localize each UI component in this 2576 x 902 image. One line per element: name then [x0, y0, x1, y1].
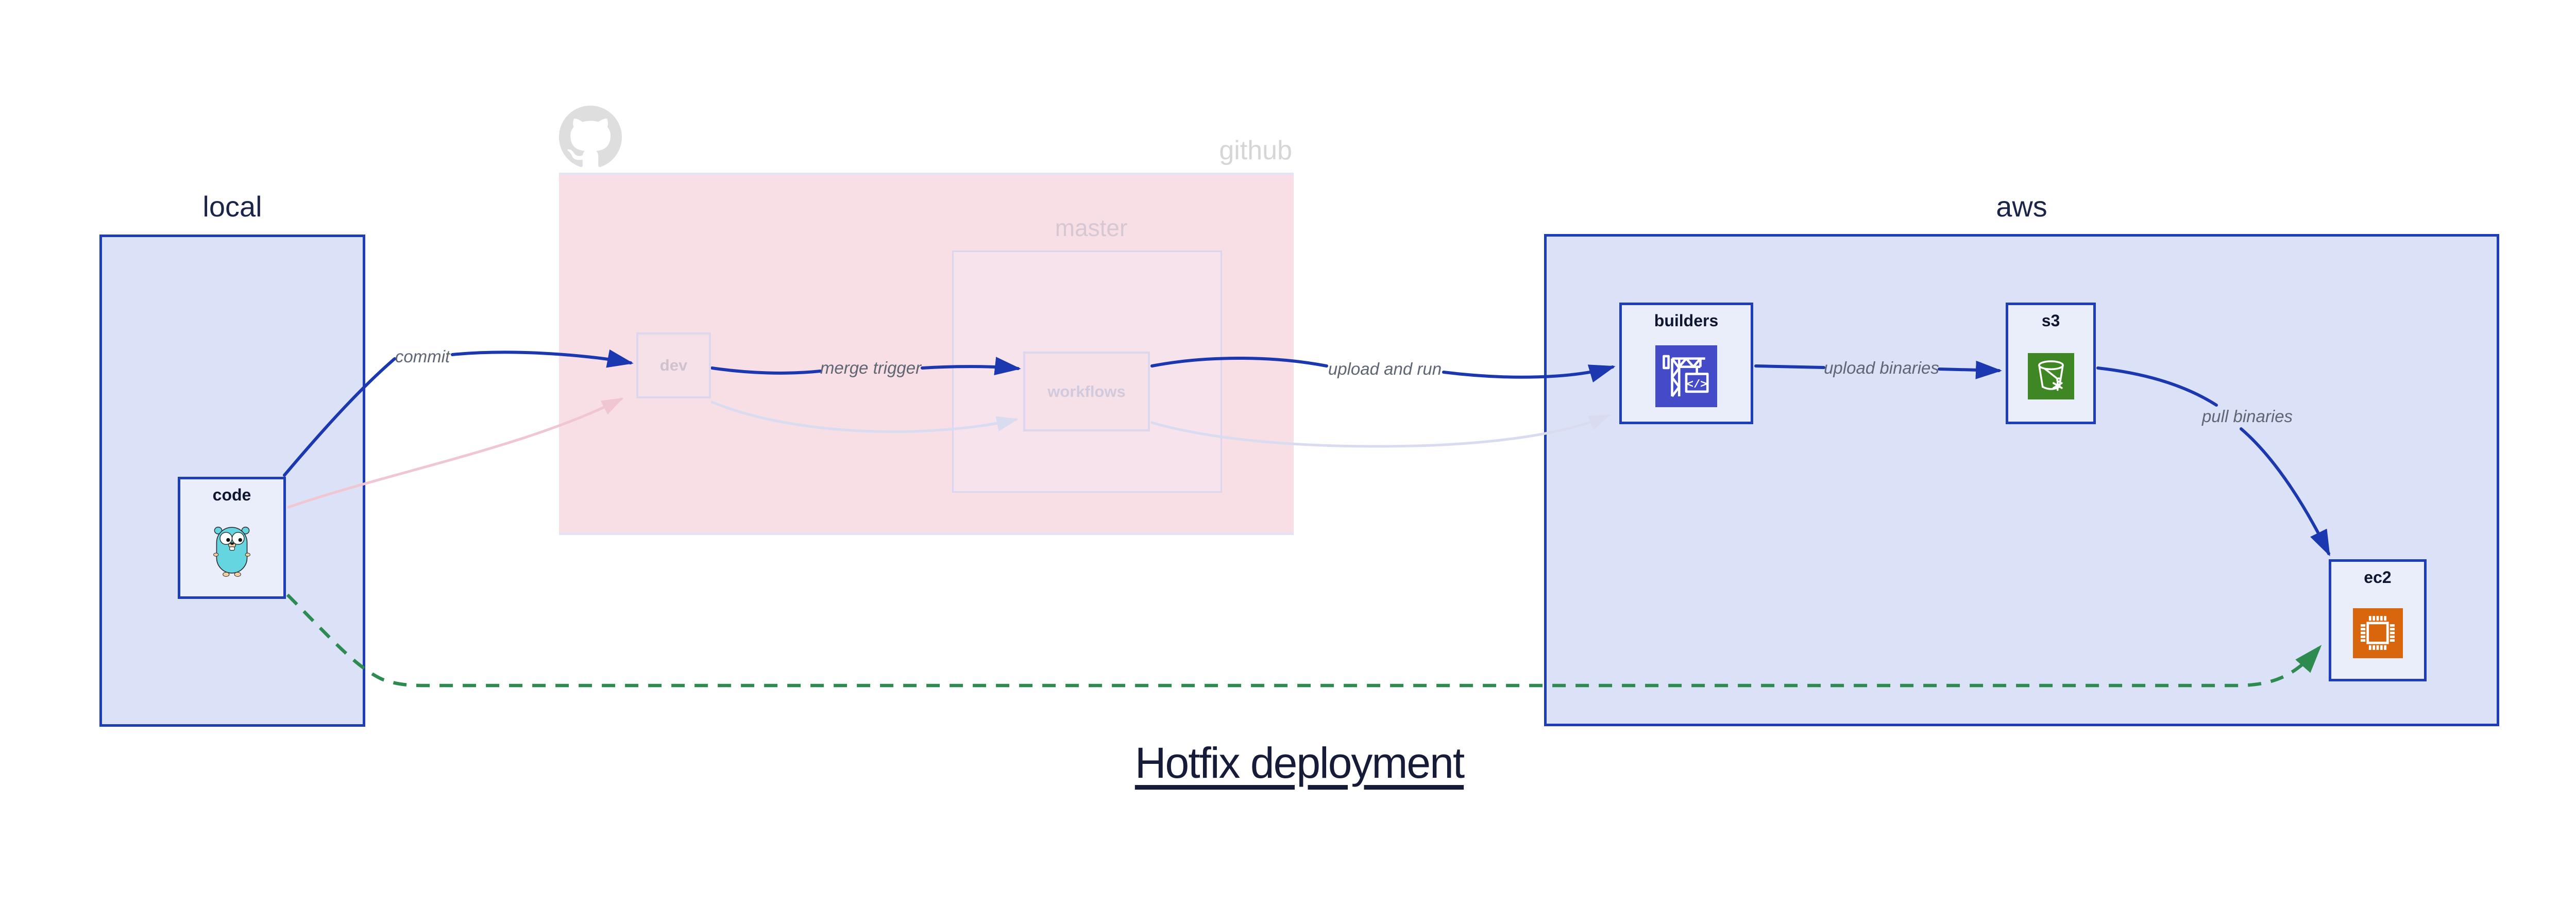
node-code-label: code — [212, 486, 251, 504]
master-branch-title: master — [1055, 214, 1128, 241]
diagram-title: Hotfix deployment — [1134, 739, 1465, 787]
node-s3-label: s3 — [2041, 311, 2060, 330]
node-ec2: ec2 — [2329, 559, 2427, 681]
edge-label-merge-trigger: merge trigger — [820, 358, 922, 377]
github-octocat-icon — [559, 106, 622, 171]
node-dev-label: dev — [659, 356, 688, 374]
ec2-chip-icon — [2352, 608, 2403, 658]
node-workflows: workflows — [1023, 352, 1150, 431]
github-container-title: github — [1219, 136, 1292, 165]
go-gopher-icon — [213, 524, 250, 578]
edge-label-pull-binaries: pull binaries — [2201, 407, 2293, 426]
node-s3: s3 — [2006, 303, 2096, 424]
node-dev: dev — [636, 332, 711, 398]
local-container-title: local — [202, 190, 262, 223]
node-ec2-label: ec2 — [2364, 568, 2392, 587]
edge-label-upload-binaries: upload binaries — [1824, 358, 1939, 377]
node-builders-label: builders — [1654, 311, 1719, 330]
node-workflows-label: workflows — [1047, 382, 1126, 400]
s3-glacier-bucket-icon — [2027, 353, 2074, 399]
edge-label-upload-and-run: upload and run — [1328, 359, 1442, 378]
edge-label-commit: commit — [395, 347, 450, 366]
codebuild-crane-icon: </> — [1655, 345, 1717, 407]
aws-container-title: aws — [1996, 190, 2047, 223]
svg-text:</>: </> — [1687, 378, 1707, 391]
node-builders: builders </> — [1619, 303, 1753, 424]
node-code: code — [178, 477, 286, 599]
